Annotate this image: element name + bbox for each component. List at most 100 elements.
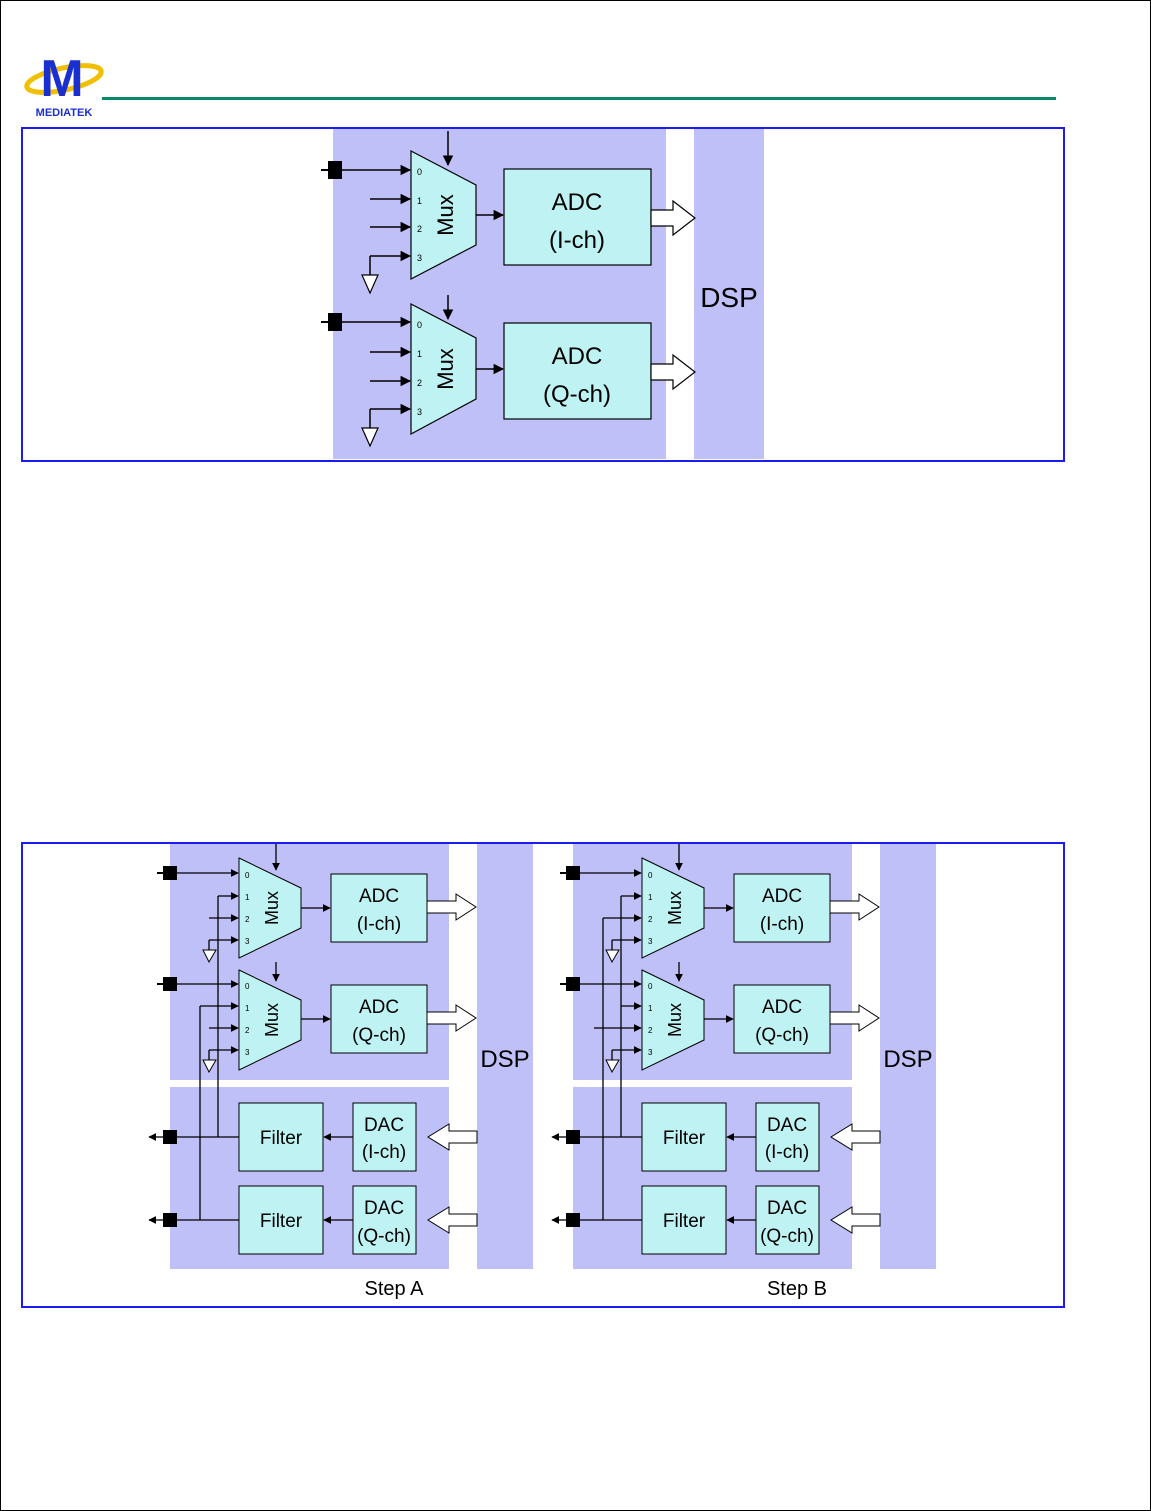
svg-text:(Q-ch): (Q-ch) (543, 381, 611, 408)
output-arrow (426, 1004, 477, 1032)
svg-text:3: 3 (245, 937, 250, 946)
mux-label: Mux (433, 348, 458, 390)
dsp-panel (694, 129, 764, 459)
dac-q-block (755, 1185, 820, 1255)
svg-text:(I-ch): (I-ch) (765, 1142, 809, 1163)
svg-text:1: 1 (648, 1004, 653, 1013)
i-channel: 0 1 2 3 Mux ADC (I-ch) (321, 131, 696, 295)
mediatek-logo: M MEDIATEK (24, 52, 104, 119)
filter-i-block (641, 1102, 727, 1172)
svg-text:DAC: DAC (767, 1198, 807, 1219)
ground-icon (361, 427, 379, 448)
mux-label: Mux (262, 891, 282, 925)
svg-text:3: 3 (648, 1048, 653, 1057)
svg-text:DAC: DAC (364, 1198, 404, 1219)
dac-q-block (352, 1185, 417, 1255)
input-pad (163, 977, 177, 991)
svg-text:(Q-ch): (Q-ch) (357, 1226, 411, 1247)
svg-text:3: 3 (417, 253, 422, 263)
output-pad (566, 1130, 580, 1144)
filter-q-block (641, 1185, 727, 1255)
svg-text:ADC: ADC (762, 886, 802, 907)
output-arrow (650, 353, 696, 391)
step-a-diagram: DSP 0 1 2 3 Mux ADC (I-ch) (148, 844, 533, 1300)
svg-text:DAC: DAC (767, 1115, 807, 1136)
svg-text:0: 0 (245, 982, 250, 991)
loopback-steps-figure: DSP 0 1 2 3 Mux ADC (I-ch) (21, 842, 1065, 1308)
mux-label: Mux (665, 1003, 685, 1037)
adc-q-block (330, 984, 428, 1054)
svg-text:ADC: ADC (552, 343, 603, 370)
header-rule (102, 97, 1056, 100)
step-b-diagram: DSP 0 1 2 3 Mux ADC (I-ch) (551, 844, 936, 1300)
dsp-panel (880, 844, 936, 1269)
dsp-label: DSP (883, 1046, 932, 1073)
output-arrow (650, 199, 696, 237)
output-arrow (829, 1004, 880, 1032)
output-pad (566, 1213, 580, 1227)
svg-text:(I-ch): (I-ch) (362, 1142, 406, 1163)
mux-shape (641, 857, 705, 959)
logo-brand: MEDIATEK (36, 107, 93, 119)
svg-text:3: 3 (648, 937, 653, 946)
svg-text:1: 1 (648, 893, 653, 902)
svg-text:1: 1 (417, 349, 422, 359)
adc-i-block (330, 873, 428, 943)
svg-text:Filter: Filter (260, 1211, 303, 1232)
svg-text:(I-ch): (I-ch) (549, 227, 605, 254)
svg-text:(I-ch): (I-ch) (760, 914, 804, 935)
ground-icon (605, 1059, 620, 1074)
input-arrow (427, 1206, 478, 1234)
svg-text:2: 2 (417, 224, 422, 234)
svg-text:2: 2 (417, 378, 422, 388)
mux-label: Mux (665, 891, 685, 925)
adc-path-figure: DSP 0 1 2 3 Mux ADC (I-ch) (21, 127, 1065, 462)
mux-shape (410, 150, 477, 280)
svg-text:0: 0 (648, 871, 653, 880)
svg-text:(Q-ch): (Q-ch) (760, 1226, 814, 1247)
ground-icon (361, 274, 379, 295)
mux-shape (410, 303, 477, 436)
dsp-label: DSP (480, 1046, 529, 1073)
adc-i-block (503, 168, 652, 266)
dac-i-block (755, 1102, 820, 1172)
mux-shape (238, 969, 302, 1071)
filter-q-block (238, 1185, 324, 1255)
svg-text:0: 0 (417, 320, 422, 330)
mux-shape (238, 857, 302, 959)
step-a-caption: Step A (365, 1278, 425, 1300)
svg-text:(Q-ch): (Q-ch) (755, 1025, 809, 1046)
output-arrow (426, 893, 477, 921)
input-pad (163, 866, 177, 880)
input-pad (328, 161, 342, 179)
svg-text:1: 1 (245, 1004, 250, 1013)
svg-text:ADC: ADC (762, 997, 802, 1018)
step-b-caption: Step B (767, 1278, 827, 1300)
ground-icon (202, 1059, 217, 1074)
adc-q-block (503, 322, 652, 420)
svg-text:(Q-ch): (Q-ch) (352, 1025, 406, 1046)
svg-text:1: 1 (417, 196, 422, 206)
svg-text:0: 0 (417, 167, 422, 177)
dac-i-block (352, 1102, 417, 1172)
output-arrow (829, 893, 880, 921)
svg-text:3: 3 (245, 1048, 250, 1057)
adc-i-block (733, 873, 831, 943)
svg-text:ADC: ADC (552, 189, 603, 216)
input-pad (328, 313, 342, 331)
svg-text:Filter: Filter (663, 1128, 706, 1149)
dsp-label: DSP (700, 282, 758, 313)
svg-text:2: 2 (648, 1026, 653, 1035)
ground-icon (605, 949, 620, 964)
ground-icon (202, 949, 217, 964)
input-pad (566, 977, 580, 991)
mux-label: Mux (262, 1003, 282, 1037)
svg-text:ADC: ADC (359, 997, 399, 1018)
svg-text:3: 3 (417, 407, 422, 417)
svg-text:1: 1 (245, 893, 250, 902)
output-pad (163, 1130, 177, 1144)
dsp-panel (477, 844, 533, 1269)
logo-ring (24, 63, 104, 95)
svg-text:2: 2 (648, 915, 653, 924)
mux-label: Mux (433, 194, 458, 236)
